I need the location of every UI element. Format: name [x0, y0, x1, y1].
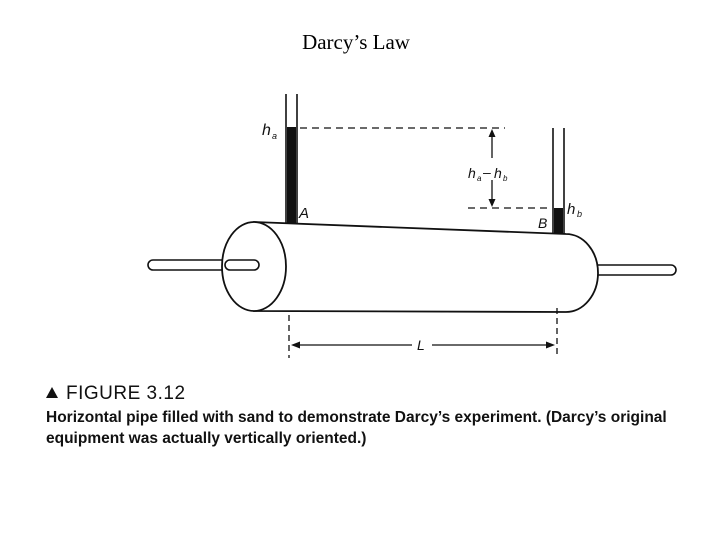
- svg-text:b: b: [577, 209, 582, 219]
- piezometer-b: [552, 128, 565, 234]
- svg-text:a: a: [272, 131, 277, 141]
- head-reference-lines: [300, 127, 552, 209]
- svg-text:h: h: [567, 201, 575, 218]
- svg-text:b: b: [503, 174, 508, 183]
- svg-text:h: h: [262, 122, 271, 139]
- triangle-icon: [46, 387, 58, 398]
- label-hb: h b: [567, 201, 582, 219]
- svg-text:–: –: [483, 164, 491, 180]
- piezometer-a: [285, 94, 298, 223]
- length-dimension: [288, 308, 558, 358]
- label-point-b: B: [538, 215, 547, 231]
- inlet-stub: [224, 259, 260, 271]
- label-head-difference: h a – h b: [468, 164, 508, 183]
- water-column-a: [287, 127, 296, 223]
- figure-caption-text: Horizontal pipe filled with sand to demo…: [46, 409, 667, 447]
- figure-number: FIGURE 3.12: [66, 383, 186, 404]
- head-difference-arrow: [488, 129, 496, 207]
- label-ha: h a: [262, 122, 277, 141]
- label-point-a: A: [298, 205, 309, 222]
- label-length: L: [417, 337, 425, 353]
- water-column-b: [554, 208, 563, 234]
- sand-filled-pipe: [221, 221, 599, 313]
- right-outlet-tube: [591, 264, 677, 276]
- svg-text:a: a: [477, 174, 482, 183]
- slide-title: Darcy’s Law: [302, 30, 410, 54]
- svg-text:h: h: [494, 165, 502, 181]
- figure-label: FIGURE 3.12: [46, 382, 716, 406]
- svg-text:h: h: [468, 165, 476, 181]
- figure-caption: FIGURE 3.12 Horizontal pipe filled with …: [46, 382, 716, 449]
